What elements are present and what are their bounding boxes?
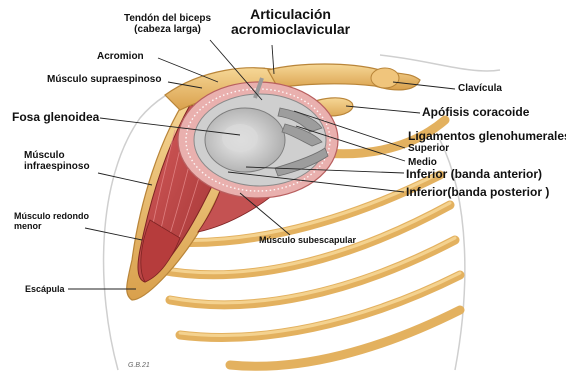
label-clavicle: Clavícula — [458, 83, 502, 94]
label-acromion: Acromion — [97, 51, 144, 62]
label-inferior-anterior: Inferior (banda anterior) — [406, 168, 542, 181]
label-teres-minor: Músculo redondo menor — [14, 212, 89, 232]
label-biceps-tendon: Tendón del biceps (cabeza larga) — [124, 13, 211, 35]
label-supraspinatus: Músculo supraespinoso — [47, 74, 161, 85]
label-subscapularis: Músculo subescapular — [259, 236, 356, 246]
label-glenoid-fossa: Fosa glenoidea — [12, 111, 99, 124]
label-inferior-posterior: Inferior(banda posterior ) — [406, 186, 549, 199]
label-coracoid: Apófisis coracoide — [422, 106, 529, 119]
label-infraspinatus: Músculo infraespinoso — [24, 150, 90, 172]
label-gh-ligaments: Ligamentos glenohumerales: — [408, 130, 566, 143]
label-scapula: Escápula — [25, 285, 65, 295]
label-ac-joint: Articulación acromioclavicular — [231, 7, 350, 38]
label-superior: Superior — [408, 143, 449, 154]
clavicle-end — [371, 68, 399, 88]
glenoid-center — [222, 124, 258, 152]
artist-signature: G.B.21 — [128, 362, 150, 370]
